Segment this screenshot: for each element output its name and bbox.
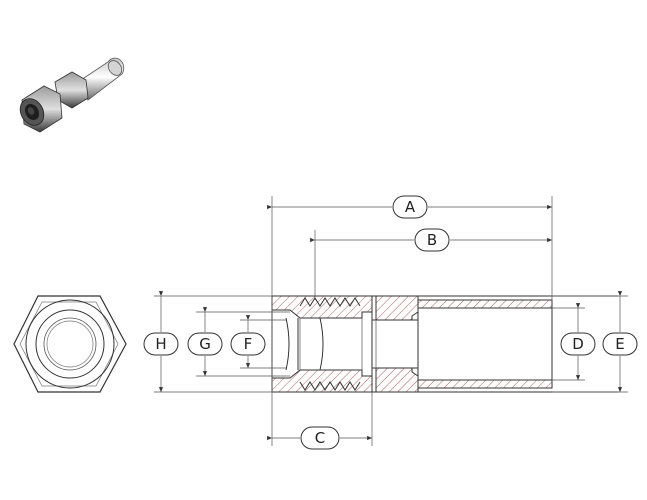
dim-label-A: A — [392, 195, 428, 219]
svg-text:F: F — [244, 335, 253, 353]
isometric-view — [19, 57, 125, 133]
dim-label-C: C — [300, 426, 340, 450]
section-view — [271, 295, 618, 393]
dim-label-F: F — [230, 332, 266, 356]
svg-text:H: H — [155, 335, 166, 353]
dim-label-B: B — [414, 228, 450, 252]
svg-text:C: C — [315, 429, 325, 447]
dim-label-E: E — [602, 332, 638, 356]
svg-text:E: E — [615, 335, 624, 353]
svg-text:G: G — [199, 335, 211, 353]
hex-end-view — [13, 295, 127, 393]
dim-label-H: H — [143, 332, 179, 356]
dimension-lines — [154, 196, 628, 446]
dim-label-D: D — [560, 332, 596, 356]
svg-text:B: B — [427, 231, 437, 249]
svg-text:A: A — [405, 198, 416, 216]
svg-text:D: D — [572, 335, 584, 353]
dim-label-G: G — [187, 332, 223, 356]
